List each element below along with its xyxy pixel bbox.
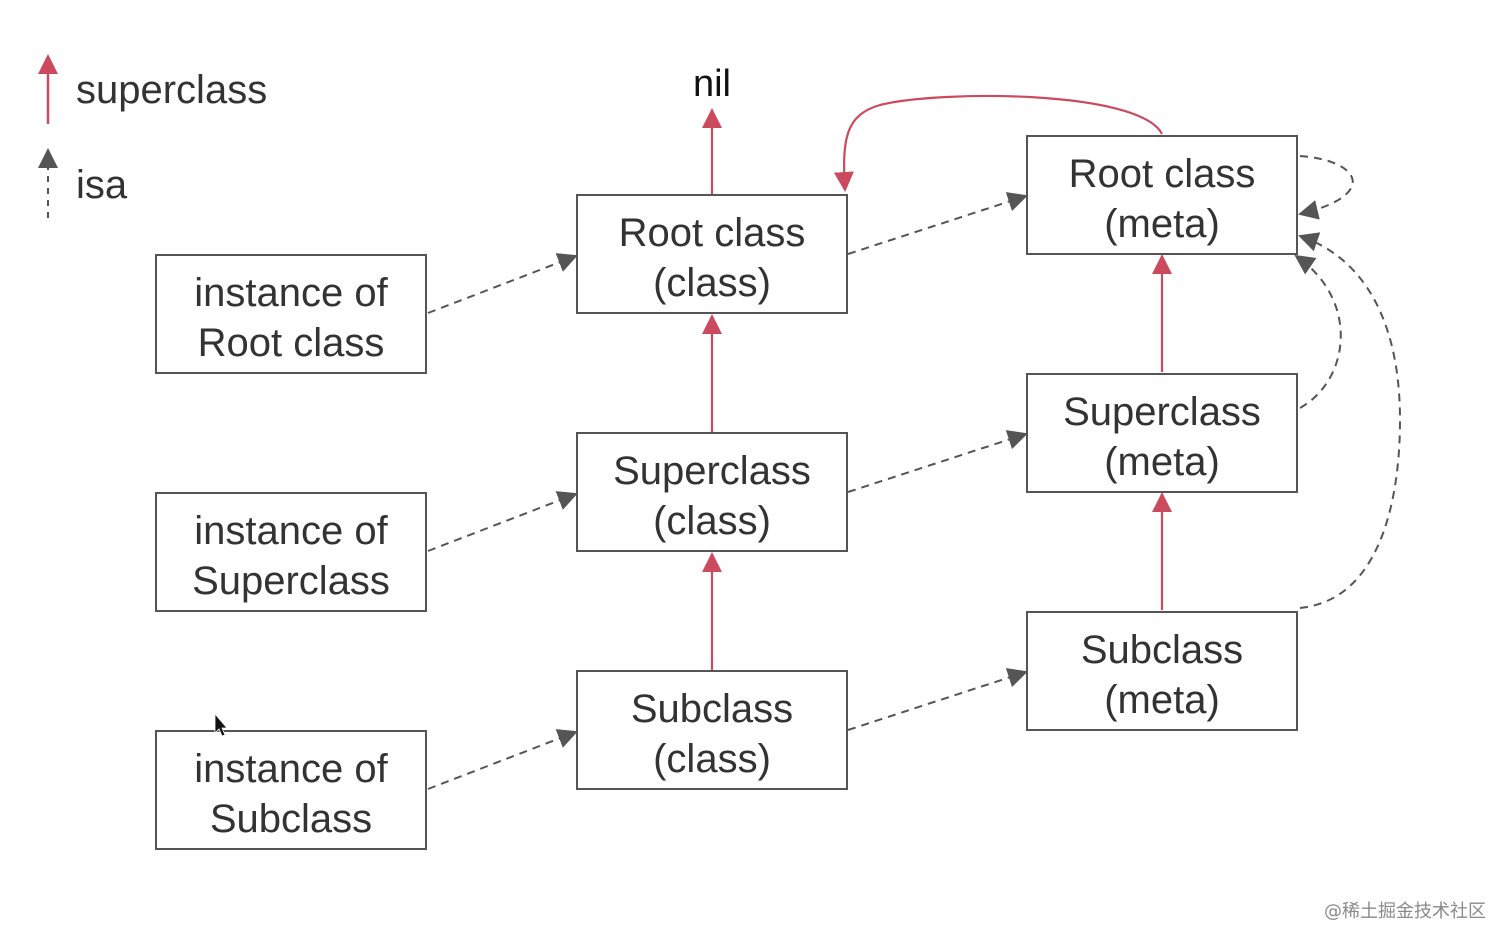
node-meta-super-line2: (meta) [1104, 440, 1220, 484]
superclass-edges [702, 94, 1172, 670]
isa-edge-class-root [847, 192, 1028, 255]
legend-superclass-label: superclass [76, 68, 267, 112]
node-meta-sub-line1: Subclass [1081, 628, 1243, 672]
node-class-sub-line2: (class) [653, 737, 771, 781]
superclass-edge-root-meta-to-root-class [833, 94, 1163, 192]
node-class-super-line2: (class) [653, 499, 771, 543]
isa-edge-instance-root [427, 253, 578, 314]
node-class-root-line2: (class) [653, 261, 771, 305]
node-meta-root-line1: Root class [1069, 152, 1256, 196]
isa-edge-super-meta [1294, 254, 1342, 409]
nil-label: nil [693, 63, 731, 105]
isa-edges [427, 155, 1402, 790]
watermark: @稀土掘金技术社区 [1324, 901, 1486, 922]
node-instance-super-line1: instance of [194, 509, 388, 553]
node-instance-sub: instance of Subclass [155, 730, 427, 850]
legend-superclass: superclass [38, 54, 267, 124]
node-class-root: Root class (class) [576, 194, 848, 314]
node-instance-super-line2: Superclass [192, 559, 390, 603]
mouse-cursor-icon [214, 712, 228, 737]
node-class-sub-line1: Subclass [631, 687, 793, 731]
node-meta-root: Root class (meta) [1026, 135, 1298, 255]
node-instance-sub-line1: instance of [194, 747, 388, 791]
node-instance-root-line2: Root class [198, 321, 385, 365]
isa-edge-class-sub [847, 668, 1028, 731]
node-instance-sub-line2: Subclass [210, 797, 372, 841]
isa-edge-sub-meta [1298, 232, 1402, 609]
isa-edge-class-super [847, 430, 1028, 493]
isa-edge-instance-super [427, 491, 578, 552]
node-meta-root-line2: (meta) [1104, 202, 1220, 246]
legend-isa: isa [38, 148, 128, 218]
node-meta-super-line1: Superclass [1063, 390, 1261, 434]
legend: superclass isa [38, 54, 267, 218]
node-class-super-line1: Superclass [613, 449, 811, 493]
node-meta-sub: Subclass (meta) [1026, 611, 1298, 731]
legend-isa-label: isa [76, 163, 128, 207]
node-instance-super: instance of Superclass [155, 492, 427, 612]
node-instance-root-line1: instance of [194, 271, 388, 315]
isa-edge-instance-sub [427, 729, 578, 790]
isa-edge-root-meta-self [1298, 155, 1354, 220]
meta-column: Root class (meta) Superclass (meta) Subc… [1026, 135, 1298, 731]
node-meta-sub-line2: (meta) [1104, 678, 1220, 722]
node-class-sub: Subclass (class) [576, 670, 848, 790]
node-class-super: Superclass (class) [576, 432, 848, 552]
node-class-root-line1: Root class [619, 211, 806, 255]
instance-column: instance of Root class instance of Super… [155, 254, 427, 850]
node-instance-root: instance of Root class [155, 254, 427, 374]
class-column: Root class (class) Superclass (class) Su… [576, 194, 848, 790]
node-meta-super: Superclass (meta) [1026, 373, 1298, 493]
